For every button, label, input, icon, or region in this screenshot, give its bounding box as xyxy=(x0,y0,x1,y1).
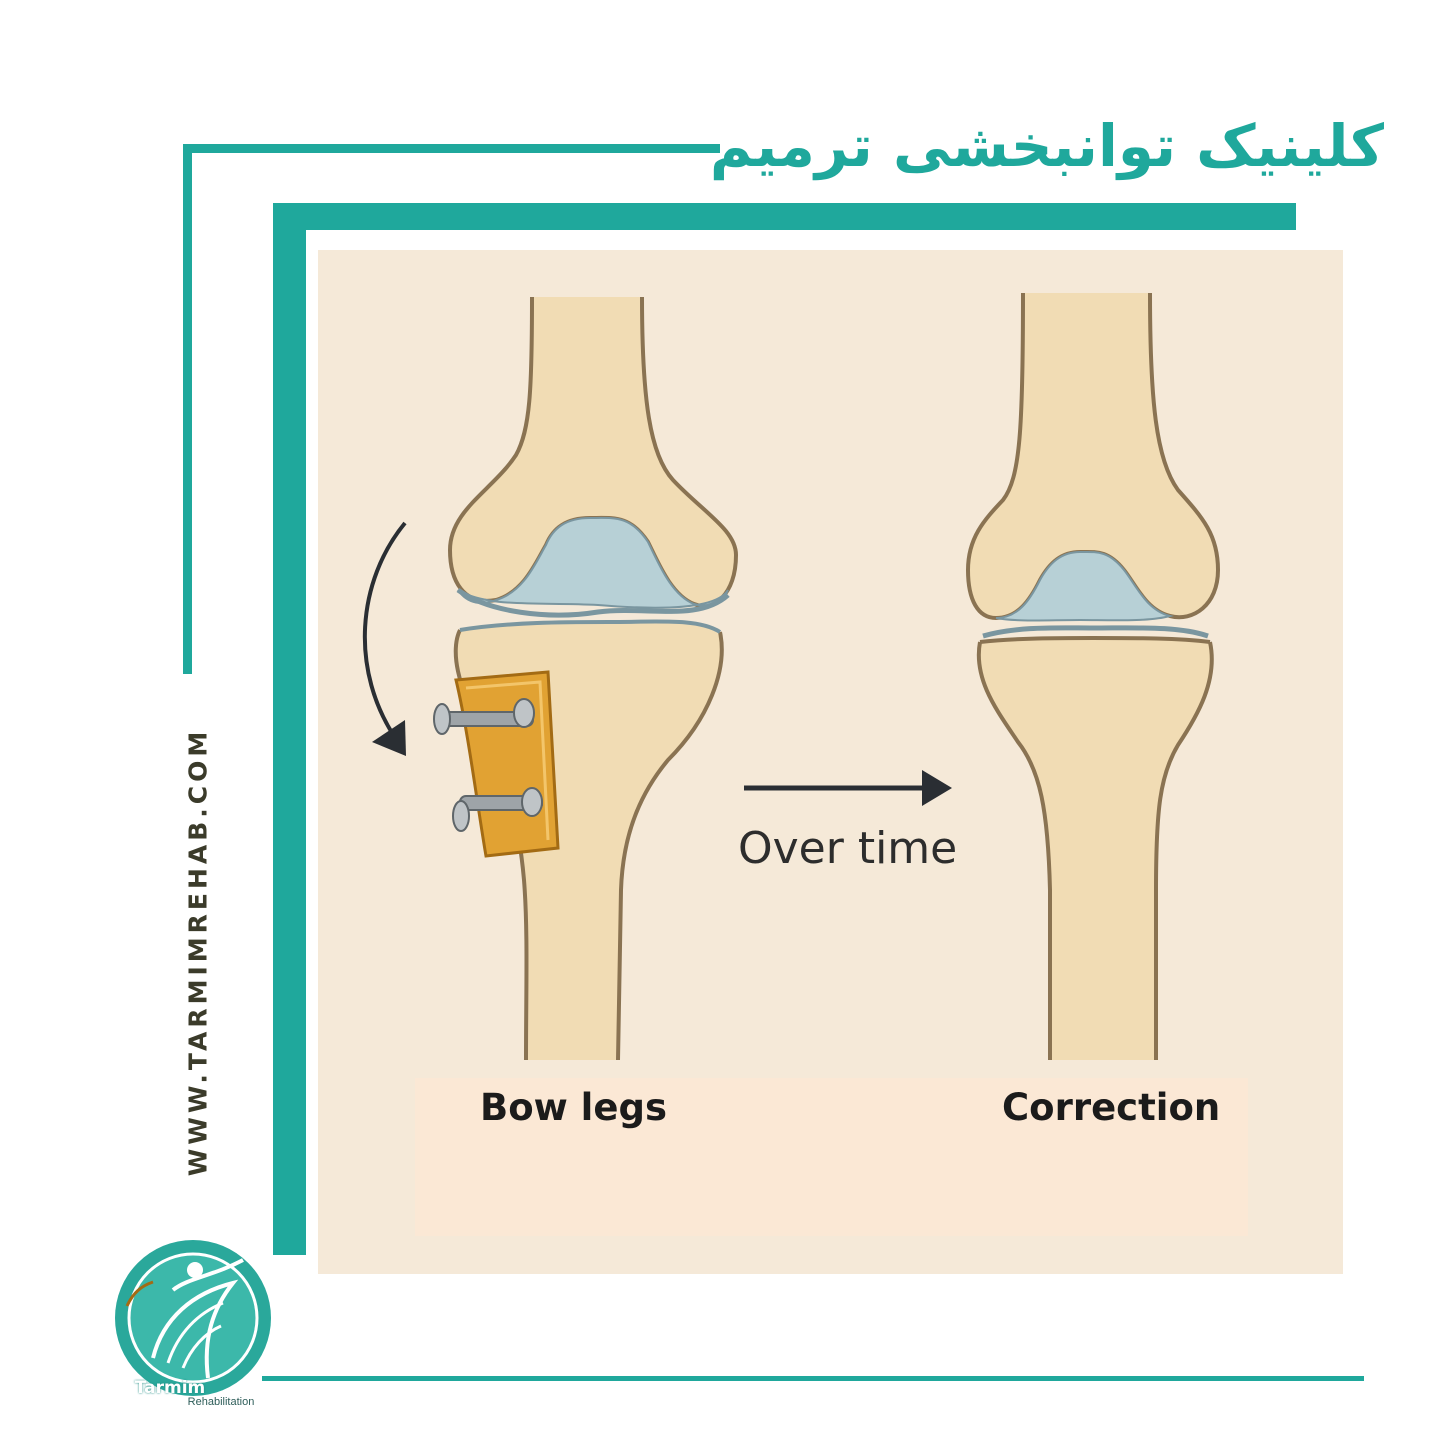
frame-bar-top xyxy=(273,203,1296,230)
over-time-label: Over time xyxy=(738,823,958,874)
right-femur xyxy=(965,292,1221,639)
tarmim-logo: Tarmim Rehabilitation xyxy=(113,1238,277,1413)
screw-icon xyxy=(433,698,543,832)
logo-subtitle: Rehabilitation xyxy=(187,1396,255,1408)
bow-legs-label: Bow legs xyxy=(480,1086,667,1129)
tarmim-logo-icon xyxy=(115,1240,271,1396)
label-strip xyxy=(415,1078,1248,1236)
correction-label: Correction xyxy=(1002,1086,1221,1129)
curved-arrow-icon xyxy=(362,521,407,756)
bone-plate-icon xyxy=(454,670,560,858)
clinic-title: کلینیک توانبخشی ترمیم xyxy=(709,112,1384,180)
left-femur xyxy=(447,296,739,618)
knee-diagram-panel: Bow legs Correction Over time xyxy=(318,250,1343,1274)
frame-line-top xyxy=(183,144,720,153)
frame-line-bottom xyxy=(262,1376,1364,1381)
logo-name: Tarmim xyxy=(134,1378,206,1398)
frame-bar-left xyxy=(273,203,306,1255)
right-arrow-icon xyxy=(744,770,952,806)
frame-line-left xyxy=(183,144,192,674)
knee-diagram xyxy=(362,292,1221,1061)
right-tibia xyxy=(976,636,1214,1060)
website-url: WWW.TARMIMREHAB.COM xyxy=(183,727,213,1177)
